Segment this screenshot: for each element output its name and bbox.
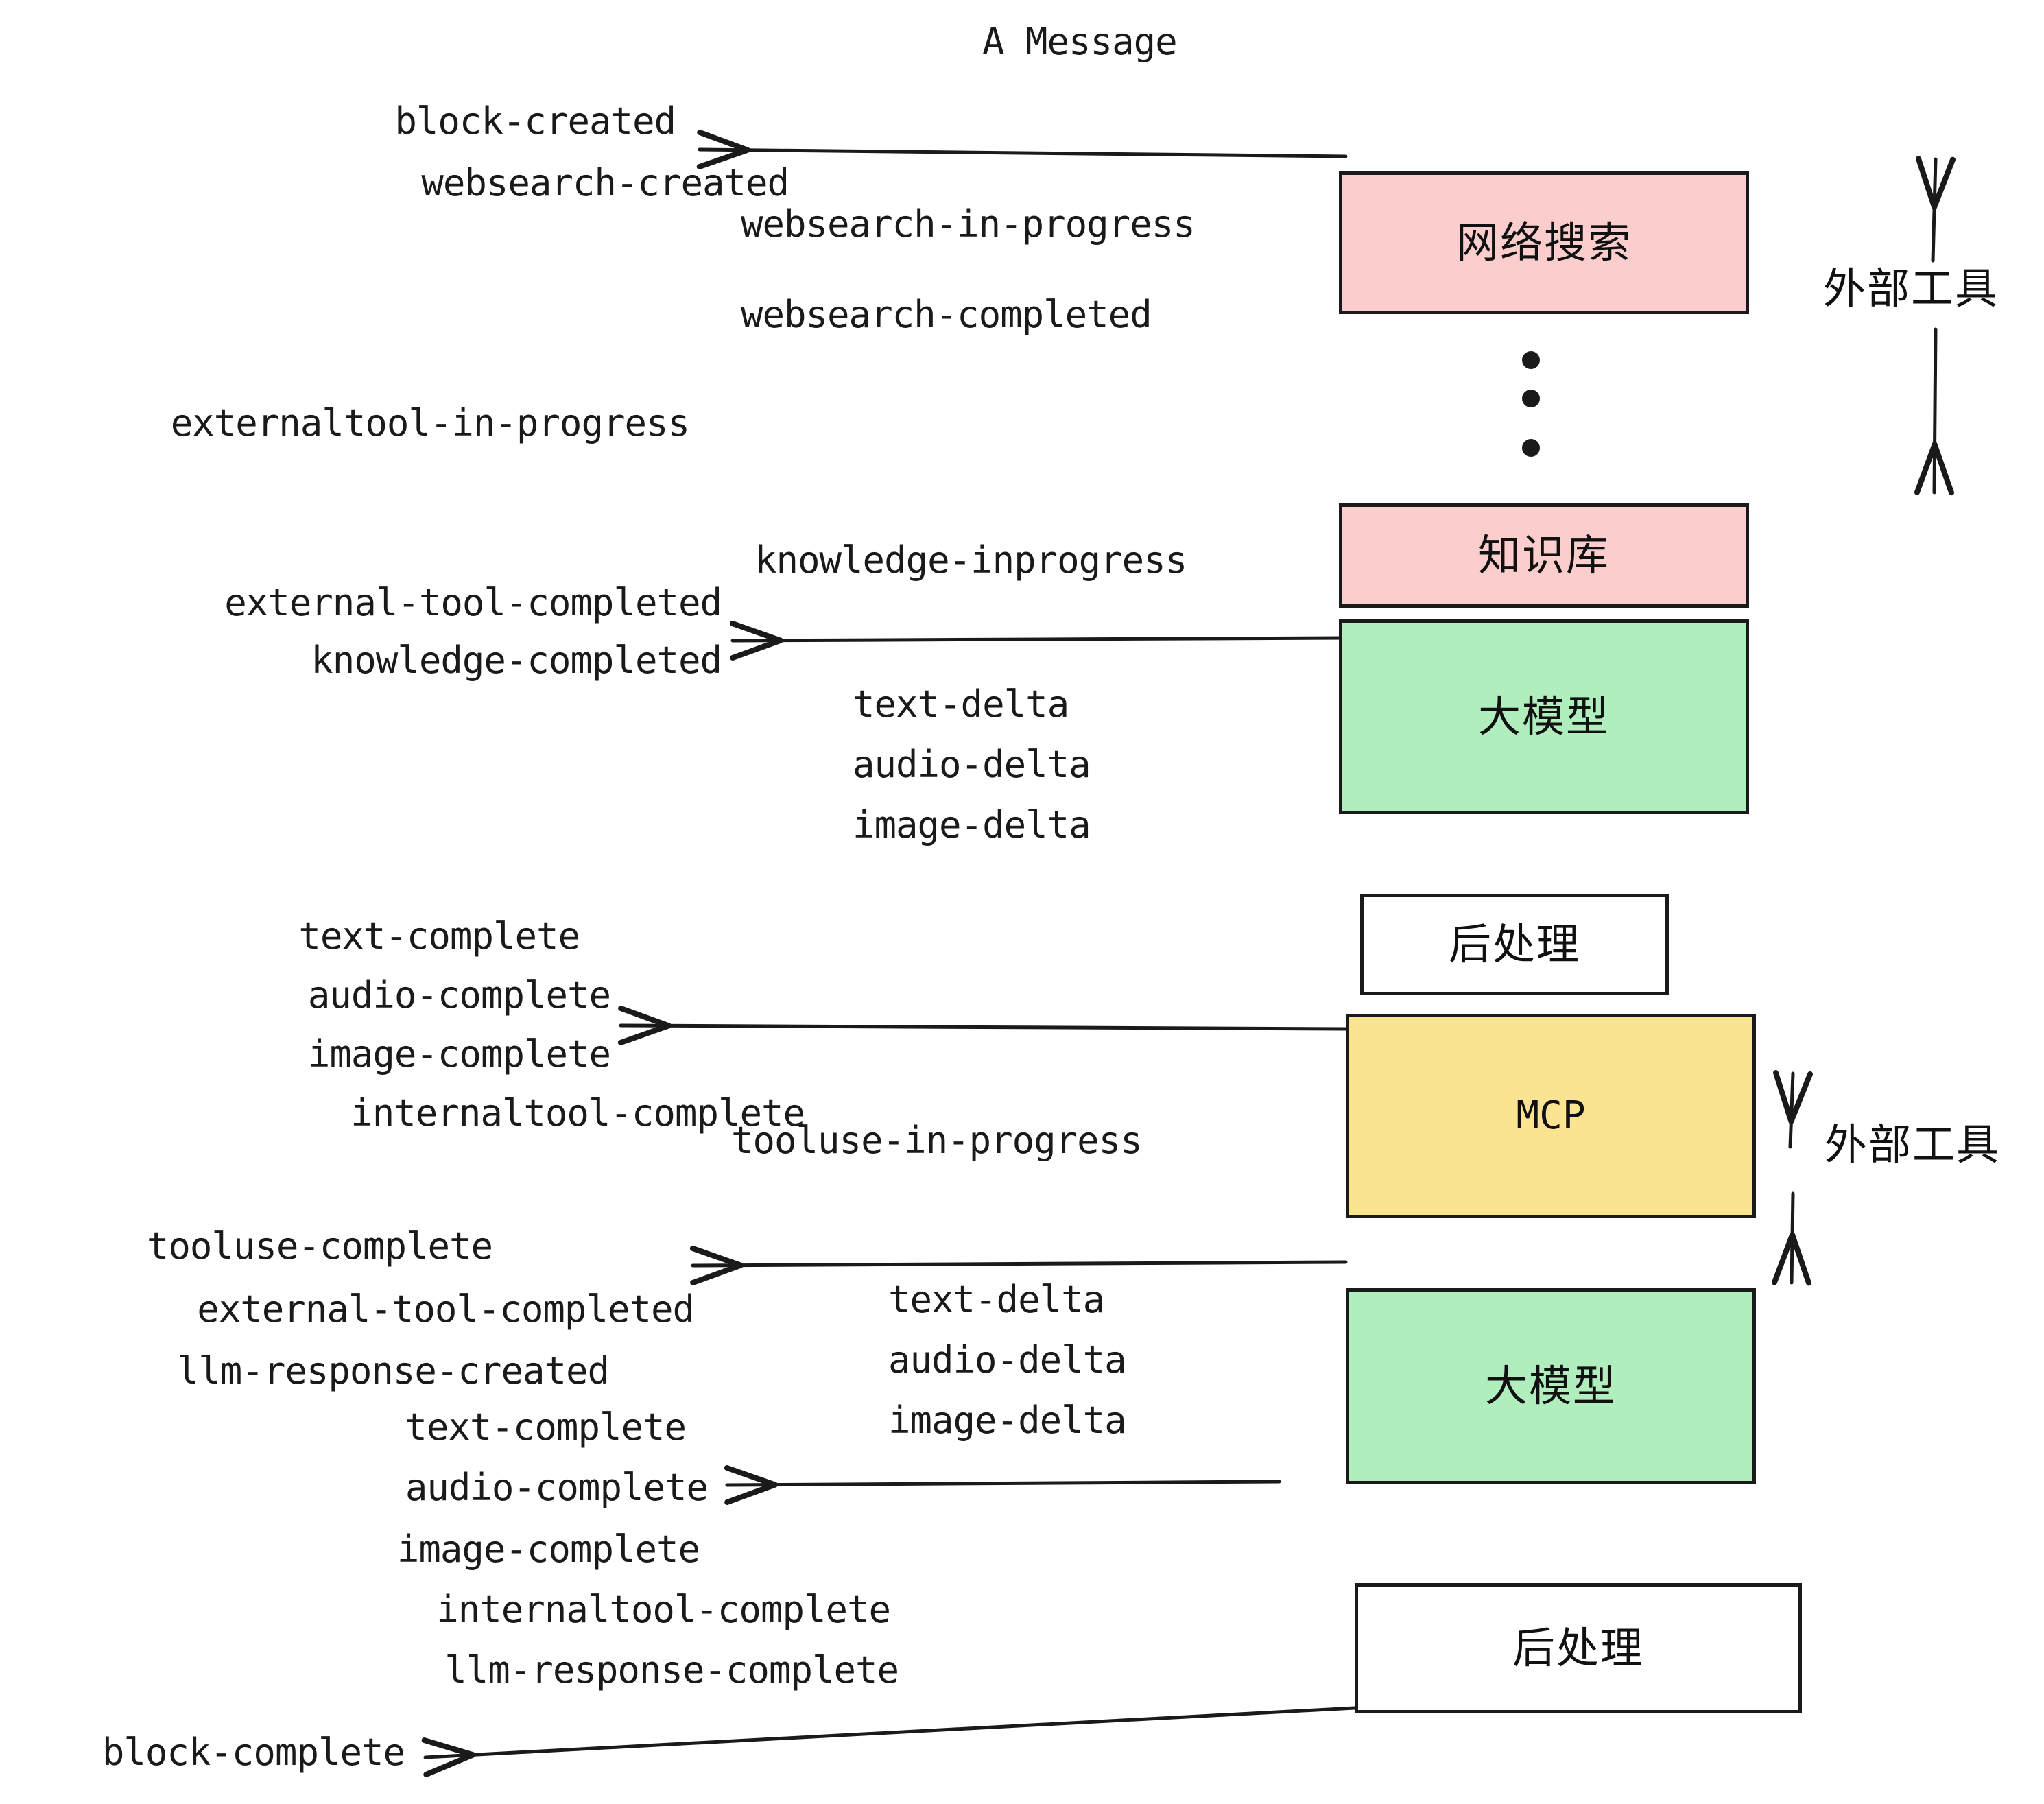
node-llm-2[interactable]: 大模型 [1346,1288,1756,1484]
event-block-created: block-created [394,99,676,143]
event-tooluse-in-progress: tooluse-in-progress [731,1119,1143,1162]
event-audio-delta-1: audio-delta [853,743,1091,786]
node-postprocessing-2-label: 后处理 [1512,1623,1644,1673]
event-image-complete-2: image-complete [396,1528,700,1571]
ellipsis-dot-2 [1522,390,1540,407]
side-label-external-tool-top: 外部工具 [1823,263,1999,313]
node-postprocessing-2[interactable]: 后处理 [1355,1583,1802,1713]
arrow-external-tool-bottom-down [1772,1191,1811,1286]
event-text-delta-2: text-delta [888,1278,1105,1321]
event-audio-complete-2: audio-complete [405,1466,709,1509]
arrow-external-tool-top-down [1914,327,1954,496]
event-internaltool-complete-2: internaltool-complete [436,1588,891,1631]
event-websearch-completed: websearch-completed [741,293,1152,336]
event-websearch-in-progress: websearch-in-progress [741,202,1196,246]
arrow-external-tool-bottom-up [1773,1070,1813,1149]
node-llm-1[interactable]: 大模型 [1339,619,1749,814]
event-externaltool-in-progress: externaltool-in-progress [170,401,690,444]
event-text-delta-1: text-delta [853,683,1069,726]
node-knowledge[interactable]: 知识库 [1339,503,1749,608]
node-llm-1-label: 大模型 [1477,691,1610,741]
event-text-complete-1: text-complete [298,914,580,958]
arrow-mcp-to-toolusecomplete [689,1246,1348,1285]
event-llm-response-complete: llm-response-complete [444,1648,899,1692]
ellipsis-dot-1 [1522,351,1540,369]
node-mcp-label: MCP [1516,1093,1586,1138]
side-label-external-tool-bottom: 外部工具 [1825,1119,2001,1170]
event-audio-delta-2: audio-delta [888,1338,1127,1381]
arrow-llm2-to-audiocomplete [724,1465,1281,1505]
node-websearch[interactable]: 网络搜索 [1339,171,1749,314]
node-postprocessing-1[interactable]: 后处理 [1360,894,1669,995]
event-block-complete: block-complete [102,1731,405,1774]
event-audio-complete-1: audio-complete [307,973,611,1017]
event-image-delta-2: image-delta [888,1399,1127,1442]
node-llm-2-label: 大模型 [1484,1361,1617,1411]
arrow-websearch-to-blockcreated [696,130,1348,169]
node-postprocessing-1-label: 后处理 [1448,919,1580,969]
event-external-tool-completed-1: external-tool-completed [224,581,722,624]
event-knowledge-completed: knowledge-completed [311,639,722,682]
event-external-tool-completed-2: external-tool-completed [197,1287,695,1331]
node-mcp[interactable]: MCP [1346,1014,1756,1218]
event-websearch-created: websearch-created [421,161,789,204]
event-internaltool-complete-1: internaltool-complete [350,1091,805,1135]
diagram-title: A Message [982,20,1178,63]
node-websearch-label: 网络搜索 [1455,217,1632,268]
event-knowledge-inprogress: knowledge-inprogress [754,538,1187,582]
event-llm-response-created: llm-response-created [176,1349,610,1392]
arrow-knowledge-to-knowledgecompleted [729,621,1348,661]
event-image-complete-1: image-complete [307,1032,611,1076]
node-knowledge-label: 知识库 [1477,530,1610,580]
event-text-complete-2: text-complete [405,1405,687,1449]
event-tooluse-complete: tooluse-complete [146,1224,493,1268]
arrow-external-tool-top-up [1916,156,1956,263]
arrow-postproc2-to-blockcomplete [421,1706,1357,1777]
arrow-postproc1-to-imagecomplete [617,1006,1348,1045]
event-image-delta-1: image-delta [853,803,1091,846]
ellipsis-dot-3 [1522,439,1540,457]
